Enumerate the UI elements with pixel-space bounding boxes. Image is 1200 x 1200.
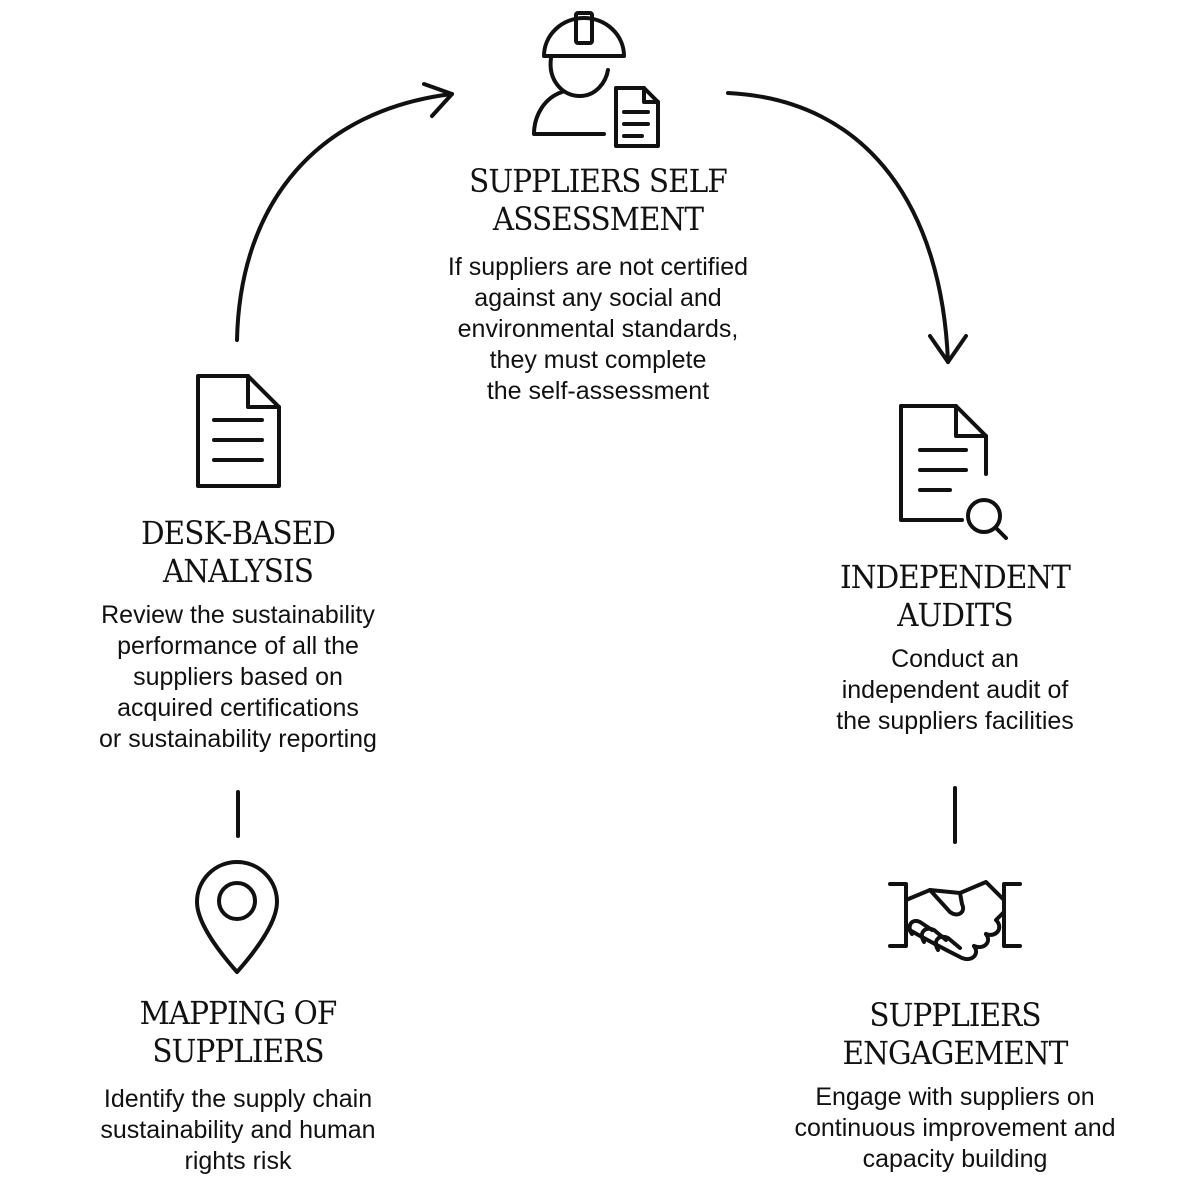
worker-with-document-icon: [532, 11, 660, 148]
title-line: ASSESSMENT: [492, 200, 704, 238]
title-line: AUDITS: [897, 596, 1014, 634]
title-line: SUPPLIERS: [869, 996, 1041, 1034]
title-line: ANALYSIS: [163, 552, 314, 590]
title-line: SUPPLIERS: [152, 1032, 324, 1070]
step-description: Review the sustainability performance of…: [99, 601, 377, 753]
location-pin-icon: [195, 860, 279, 974]
step-independent-audits: INDEPENDENT AUDITS Conduct an independen…: [790, 558, 1120, 737]
title-line: DESK-BASED: [140, 514, 336, 552]
title-line: MAPPING OF: [139, 994, 338, 1032]
step-description: Engage with suppliers on continuous impr…: [794, 1083, 1116, 1173]
step-description: Identify the supply chain sustainability…: [100, 1085, 376, 1175]
title-line: SUPPLIERS SELF: [469, 162, 728, 200]
arrow-desk-to-self-assessment: [235, 82, 454, 342]
step-suppliers-engagement: SUPPLIERS ENGAGEMENT Engage with supplie…: [770, 996, 1140, 1175]
arrow-self-assessment-to-audits: [726, 91, 968, 364]
step-title: SUPPLIERS ENGAGEMENT: [785, 996, 1125, 1072]
step-title: SUPPLIERS SELF ASSESSMENT: [416, 162, 780, 238]
document-search-icon: [899, 404, 1008, 540]
step-self-assessment: SUPPLIERS SELF ASSESSMENT If suppliers a…: [400, 162, 796, 407]
title-line: INDEPENDENT: [840, 558, 1071, 596]
step-desk-based-analysis: DESK-BASED ANALYSIS Review the sustainab…: [70, 514, 406, 755]
step-mapping-of-suppliers: MAPPING OF SUPPLIERS Identify the supply…: [70, 994, 406, 1177]
step-title: DESK-BASED ANALYSIS: [83, 514, 392, 590]
title-line: ENGAGEMENT: [842, 1034, 1069, 1072]
handshake-icon: [888, 880, 1022, 961]
step-description: Conduct an independent audit of the supp…: [836, 645, 1074, 735]
step-description: If suppliers are not certified against a…: [447, 253, 749, 405]
step-title: MAPPING OF SUPPLIERS: [83, 994, 392, 1070]
document-icon: [196, 374, 281, 488]
step-title: INDEPENDENT AUDITS: [803, 558, 1107, 634]
